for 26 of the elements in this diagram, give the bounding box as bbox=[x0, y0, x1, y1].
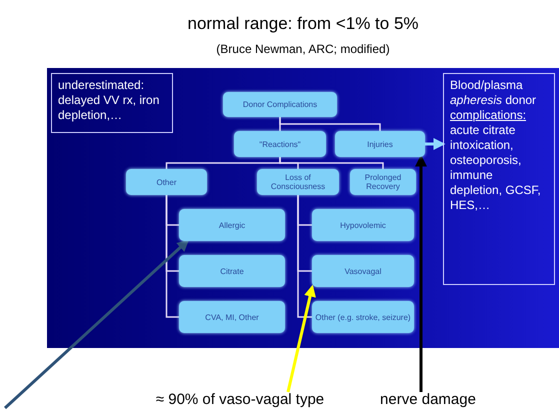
annotation-text: nerve damage bbox=[378, 391, 478, 411]
connector-line bbox=[279, 117, 381, 131]
chart-box: Loss of Consciousness bbox=[257, 169, 339, 195]
annotation-text: ≈ 90% of vaso-vagal type bbox=[140, 391, 340, 411]
arrow bbox=[425, 138, 446, 150]
connector-line bbox=[279, 157, 384, 169]
chart-box: Prolonged Recovery bbox=[350, 169, 416, 195]
chart-box: "Reactions" bbox=[234, 131, 326, 157]
arrow bbox=[415, 154, 427, 392]
chart-box: Injuries bbox=[335, 131, 425, 157]
chart-box: Hypovolemic bbox=[312, 209, 414, 241]
arrow bbox=[4, 239, 190, 410]
chart-box: Allergic bbox=[179, 209, 285, 241]
chart-box: Citrate bbox=[179, 255, 285, 287]
arrow bbox=[286, 284, 316, 392]
chart-box: CVA, MI, Other bbox=[179, 301, 285, 333]
connector-line bbox=[297, 195, 312, 318]
chart-box: Other bbox=[126, 169, 207, 195]
source-note: (Bruce Newman, ARC; modified) bbox=[215, 42, 391, 56]
note-box: Blood/plasma apheresis donor complications: acute citrate intoxication, osteoporosis, immune depletion, GCSF, HES,… bbox=[443, 73, 555, 285]
title: normal range: from <1% to 5% bbox=[186, 14, 420, 34]
chart-box: Donor Complications bbox=[223, 92, 337, 117]
note-box: underestimated: delayed VV rx, iron depletion,… bbox=[51, 73, 173, 133]
chart-box: Other (e.g. stroke, seizure) bbox=[312, 301, 414, 333]
chart-box: Vasovagal bbox=[312, 255, 414, 287]
connector-line bbox=[166, 195, 179, 318]
